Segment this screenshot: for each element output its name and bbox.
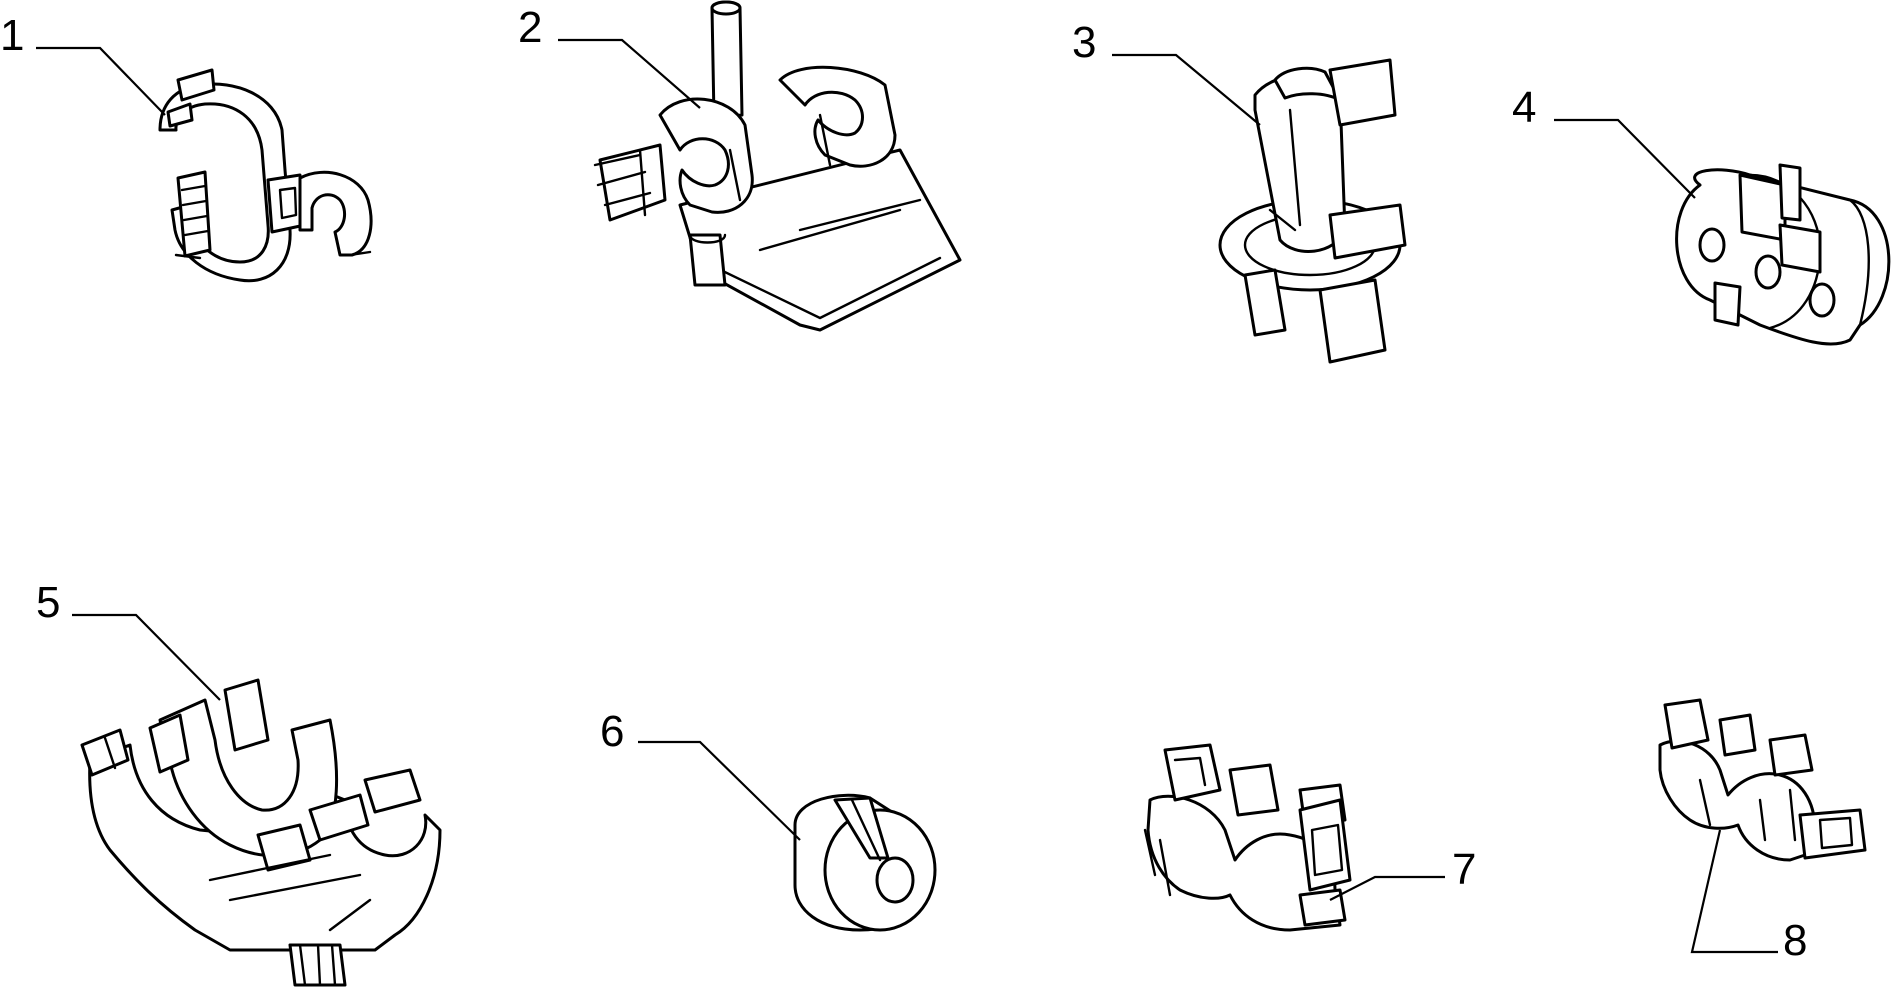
leader-8 [1690, 829, 1778, 954]
callout-1: 1 [0, 11, 24, 60]
part-6-sleeve-bush[interactable] [793, 793, 937, 932]
leader-5 [72, 613, 221, 701]
part-2-bracket[interactable] [593, 0, 962, 332]
part-3-ring-clip[interactable] [1218, 58, 1407, 364]
leader-3 [1112, 53, 1261, 126]
callout-4: 4 [1512, 83, 1536, 132]
callout-8: 8 [1783, 916, 1807, 965]
callout-5: 5 [36, 578, 60, 627]
part-1-clip[interactable] [158, 68, 373, 283]
leader-4 [1554, 118, 1696, 199]
part-4-grommet-block[interactable] [1675, 163, 1891, 346]
leader-6 [638, 740, 801, 841]
callout-6: 6 [600, 707, 624, 756]
callout-numbers: 1 2 3 4 5 6 7 8 [0, 3, 1807, 965]
callout-7: 7 [1452, 845, 1476, 894]
leader-lines [36, 38, 1778, 954]
callout-3: 3 [1072, 18, 1096, 67]
part-7-twin-pipe-clip[interactable] [1143, 743, 1352, 932]
part-5-multi-pipe-clip[interactable] [80, 678, 442, 987]
callout-2: 2 [518, 3, 542, 52]
leader-1 [36, 46, 166, 116]
leader-7 [1329, 875, 1445, 901]
leader-2 [558, 38, 701, 109]
part-8-twin-pipe-clip-tab[interactable] [1658, 698, 1867, 862]
